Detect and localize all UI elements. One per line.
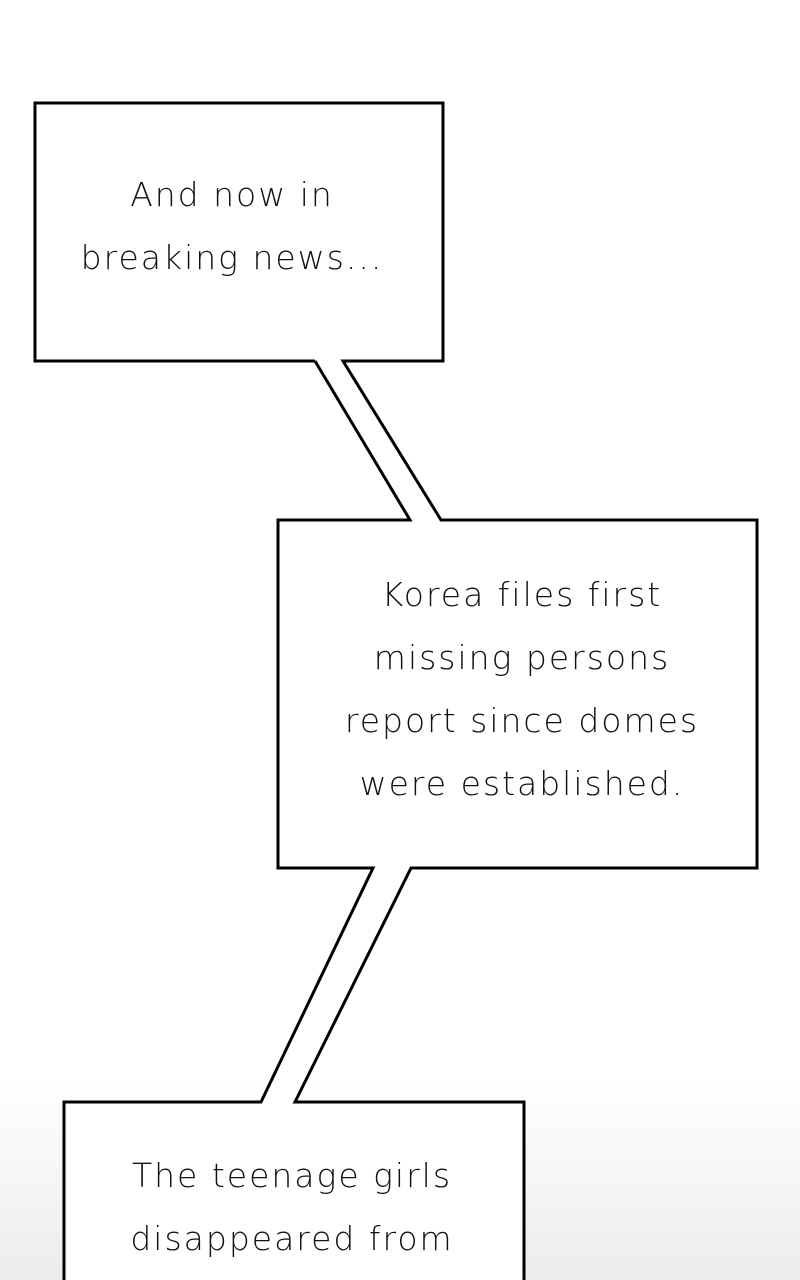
bubble-outline-left: [62, 360, 413, 1280]
bubble-2-text: Korea files first missing persons report…: [345, 563, 699, 815]
bubble-2-line: missing persons: [373, 638, 671, 677]
bubble-outline-right: [33, 101, 759, 1280]
bubble-2-line: report since domes: [344, 701, 700, 740]
bubble-2-line: were established.: [359, 764, 685, 803]
bubble-1-line: breaking news...: [80, 238, 384, 277]
bubble-3-line: disappeared from: [130, 1219, 454, 1258]
bubble-1-text: And now in breaking news...: [81, 163, 384, 289]
bubble-2-line: Korea files first: [381, 575, 663, 614]
bubble-chain-fill: [35, 103, 757, 1280]
bubble-1-line: And now in: [130, 175, 334, 214]
bubble-3-line: The teenage girls: [131, 1156, 453, 1195]
bubble-3-text: The teenage girls disappeared from: [130, 1144, 453, 1270]
